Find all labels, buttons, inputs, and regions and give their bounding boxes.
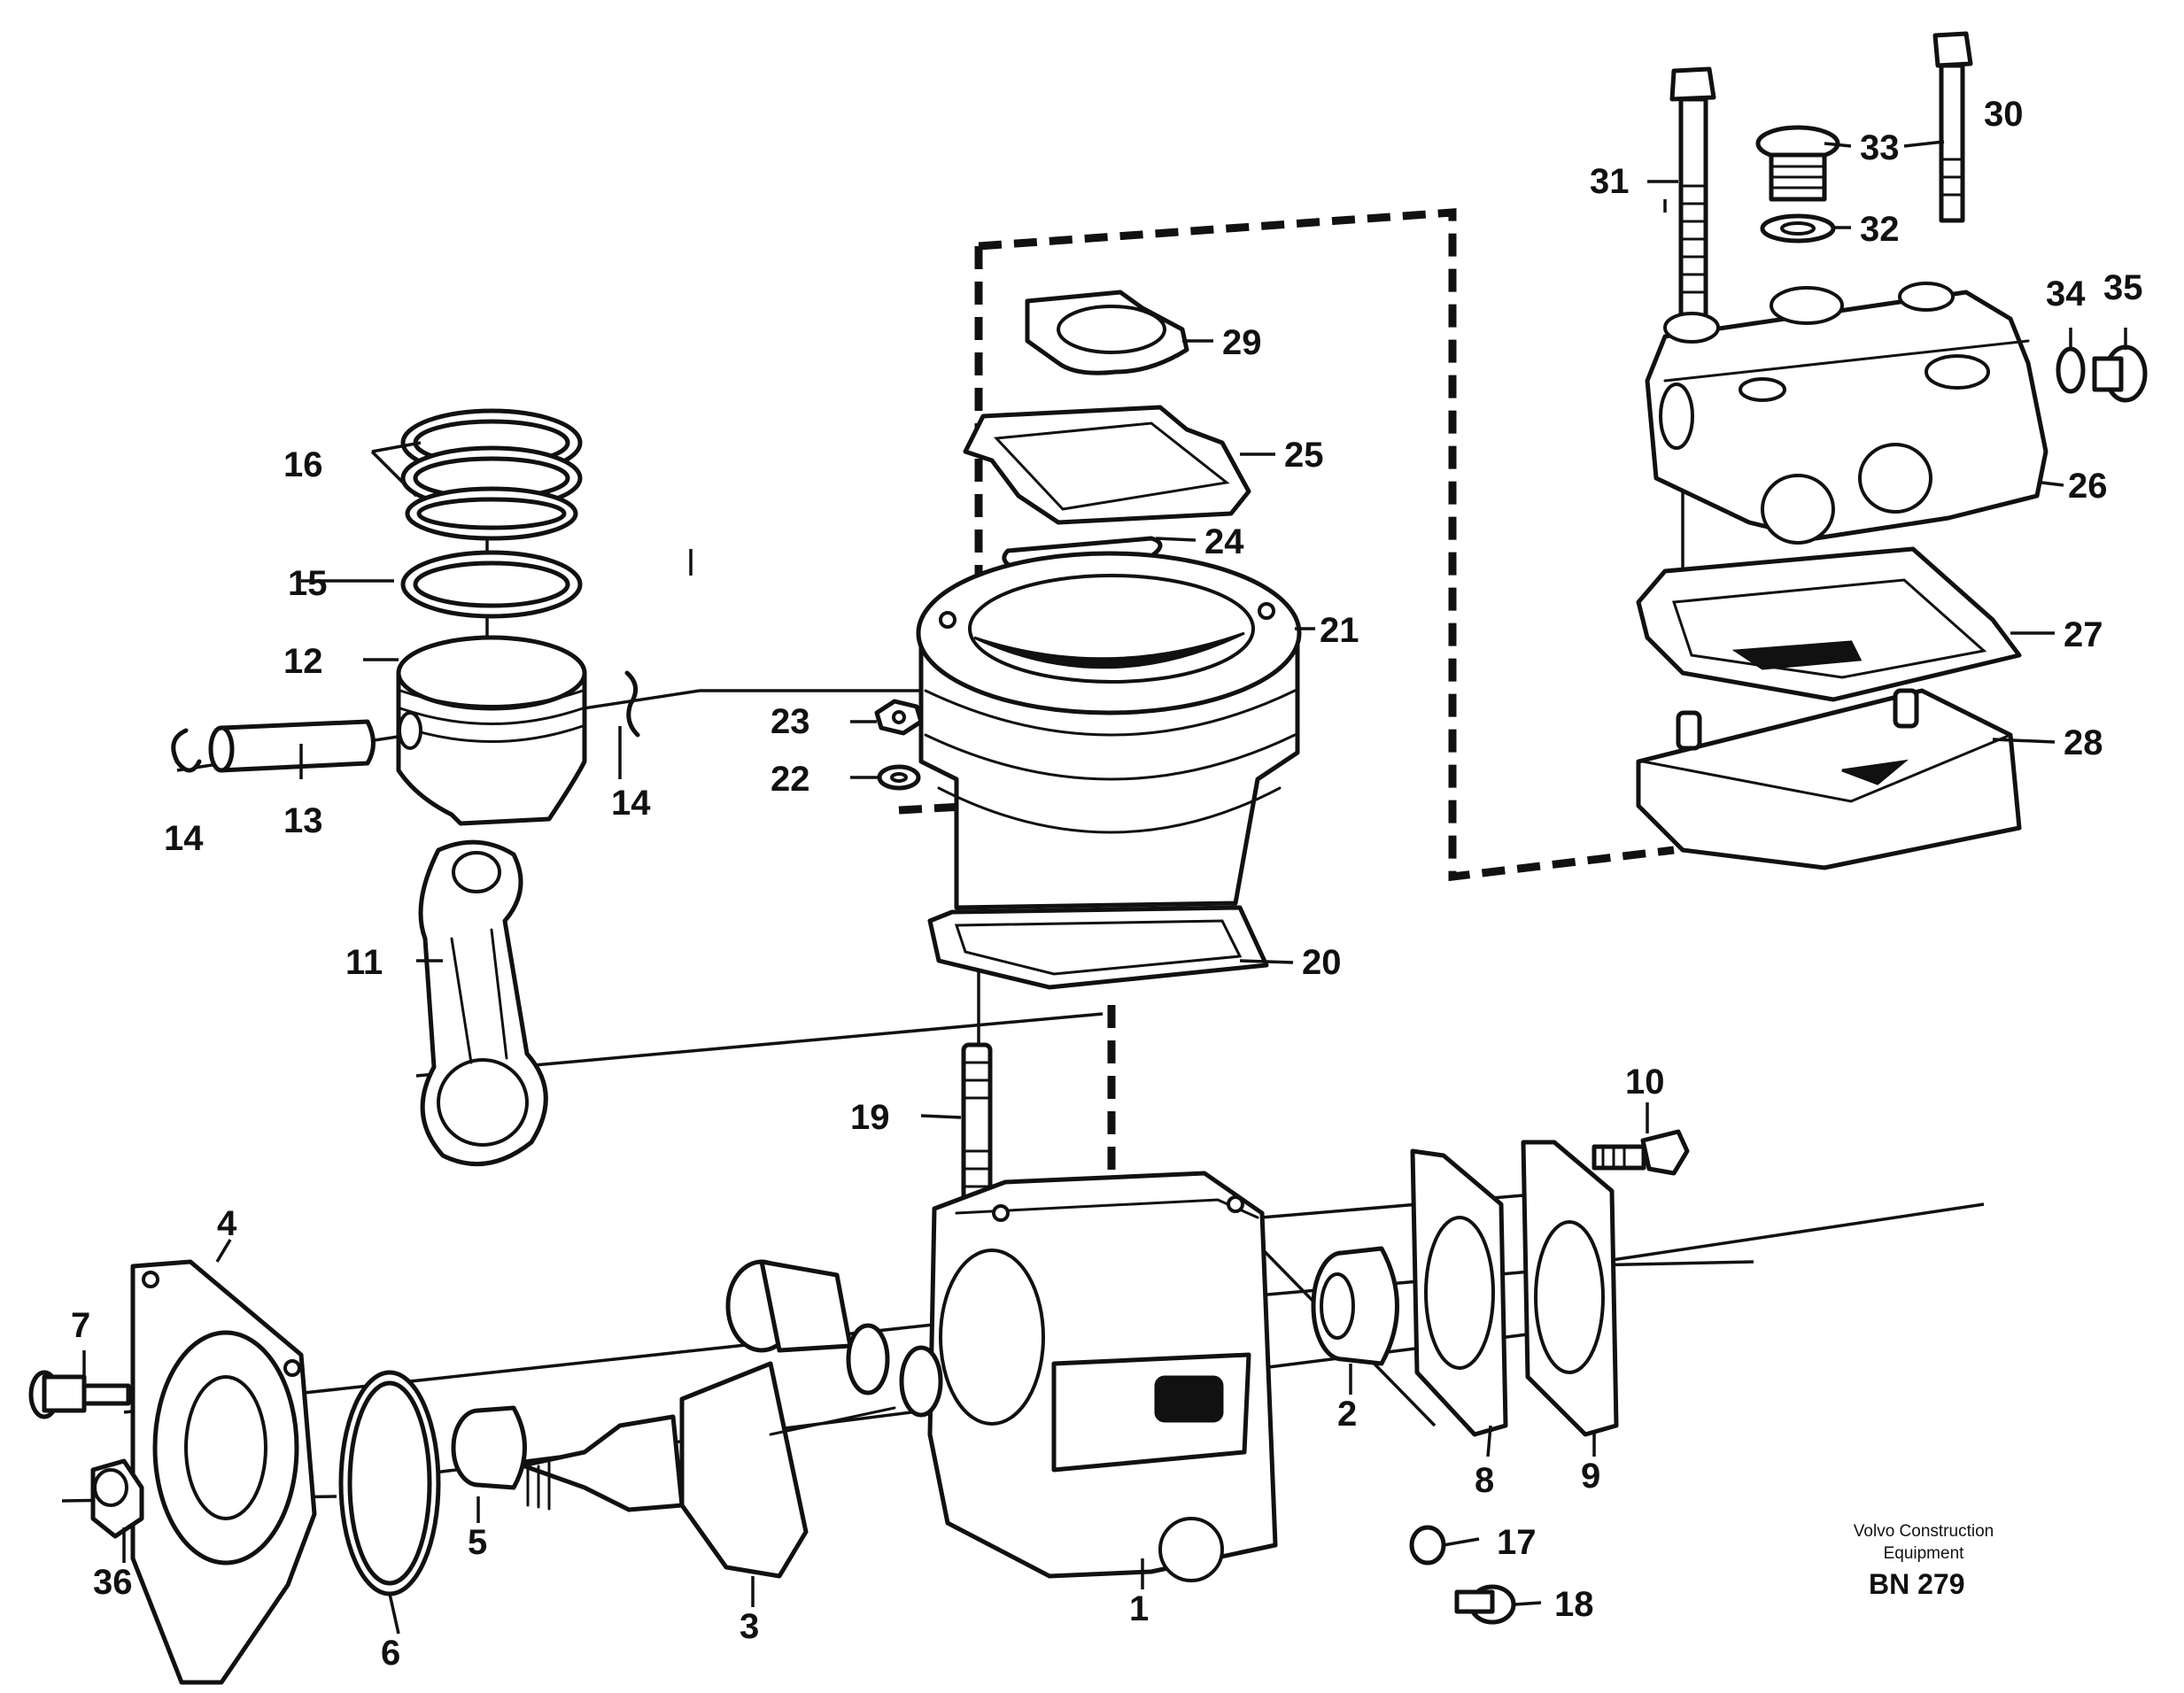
screw-18 bbox=[1454, 1584, 1516, 1625]
circlip-14-right bbox=[624, 670, 640, 738]
plug-35 bbox=[2092, 344, 2148, 403]
nut-36 bbox=[90, 1458, 144, 1539]
piston-pin-13 bbox=[208, 719, 376, 773]
end-cover-4 bbox=[130, 1259, 317, 1685]
callout-14-right: 14 bbox=[611, 784, 651, 823]
crankcase-1 bbox=[927, 1171, 1278, 1582]
cylinder-head-26 bbox=[1645, 282, 2048, 545]
washer-32 bbox=[1760, 213, 1836, 244]
nut-23 bbox=[874, 699, 924, 736]
callout-25: 25 bbox=[1284, 436, 1324, 475]
callout-8: 8 bbox=[1475, 1461, 1494, 1500]
callout-leaders bbox=[82, 140, 2127, 1635]
piston-rings-16 bbox=[400, 408, 583, 541]
cover-plate-9 bbox=[1521, 1140, 1619, 1437]
callout-35: 35 bbox=[2103, 268, 2143, 307]
washer-22 bbox=[877, 764, 921, 791]
circlip-14-left bbox=[171, 728, 202, 773]
gasket-27 bbox=[1636, 546, 2022, 702]
callout-31: 31 bbox=[1590, 162, 1630, 201]
callout-33: 33 bbox=[1860, 128, 1900, 167]
callout-12: 12 bbox=[283, 642, 323, 681]
screw-7 bbox=[28, 1370, 131, 1419]
callout-19: 19 bbox=[850, 1098, 890, 1137]
crankshaft-3 bbox=[520, 1259, 943, 1579]
callout-24: 24 bbox=[1204, 522, 1244, 561]
bearing-5 bbox=[451, 1405, 527, 1490]
callout-36: 36 bbox=[93, 1563, 133, 1602]
footer-branding: Volvo Construction Equipment BN 279 bbox=[1854, 1522, 1994, 1600]
gasket-29 bbox=[1025, 290, 1189, 375]
callout-2: 2 bbox=[1337, 1395, 1357, 1434]
callout-6: 6 bbox=[381, 1634, 400, 1673]
callout-13: 13 bbox=[283, 801, 323, 840]
callout-17: 17 bbox=[1497, 1523, 1537, 1562]
callout-27: 27 bbox=[2064, 615, 2103, 654]
callout-28: 28 bbox=[2064, 723, 2103, 762]
valve-plate-28 bbox=[1636, 688, 2022, 870]
bearing-2 bbox=[1311, 1246, 1399, 1366]
gasket-8 bbox=[1410, 1148, 1508, 1437]
callout-11: 11 bbox=[345, 943, 383, 982]
callout-20: 20 bbox=[1302, 943, 1342, 982]
gasket-25 bbox=[963, 405, 1251, 525]
callout-29: 29 bbox=[1222, 323, 1262, 362]
callout-9: 9 bbox=[1581, 1457, 1600, 1496]
bolt-31 bbox=[1669, 66, 1716, 323]
gasket-20 bbox=[927, 905, 1269, 990]
callout-4: 4 bbox=[217, 1204, 237, 1243]
callout-5: 5 bbox=[468, 1523, 487, 1562]
callout-15: 15 bbox=[288, 564, 328, 603]
callout-7: 7 bbox=[71, 1306, 90, 1345]
piston-12 bbox=[396, 635, 587, 826]
callout-23: 23 bbox=[771, 702, 810, 741]
cylinder-21 bbox=[916, 551, 1302, 910]
bolt-10 bbox=[1592, 1129, 1690, 1176]
callout-32: 32 bbox=[1860, 210, 1900, 249]
callout-30: 30 bbox=[1984, 95, 2024, 134]
bolt-30 bbox=[1932, 31, 1973, 223]
washer-34 bbox=[2056, 346, 2086, 394]
washer-17 bbox=[1409, 1525, 1446, 1565]
callout-16: 16 bbox=[283, 445, 323, 484]
callout-3: 3 bbox=[740, 1607, 759, 1646]
plug-33 bbox=[1755, 125, 1840, 202]
callout-1: 1 bbox=[1129, 1589, 1149, 1628]
o-ring-6 bbox=[338, 1370, 441, 1596]
callout-26: 26 bbox=[2068, 467, 2108, 506]
brand-line-1: Volvo Construction bbox=[1854, 1522, 1994, 1541]
callout-22: 22 bbox=[771, 760, 810, 799]
brand-line-2: Equipment bbox=[1884, 1544, 1965, 1563]
connecting-rod-11 bbox=[418, 839, 548, 1167]
callout-10: 10 bbox=[1625, 1063, 1665, 1102]
callout-18: 18 bbox=[1554, 1585, 1594, 1624]
callout-labels: 1 2 3 4 5 6 7 8 9 10 11 12 13 14 14 15 1… bbox=[71, 95, 2143, 1673]
callout-21: 21 bbox=[1320, 611, 1359, 650]
piston-ring-15 bbox=[400, 550, 583, 619]
callout-34: 34 bbox=[2046, 274, 2086, 313]
callout-14-left: 14 bbox=[164, 819, 204, 858]
diagram-code: BN 279 bbox=[1869, 1568, 1965, 1600]
